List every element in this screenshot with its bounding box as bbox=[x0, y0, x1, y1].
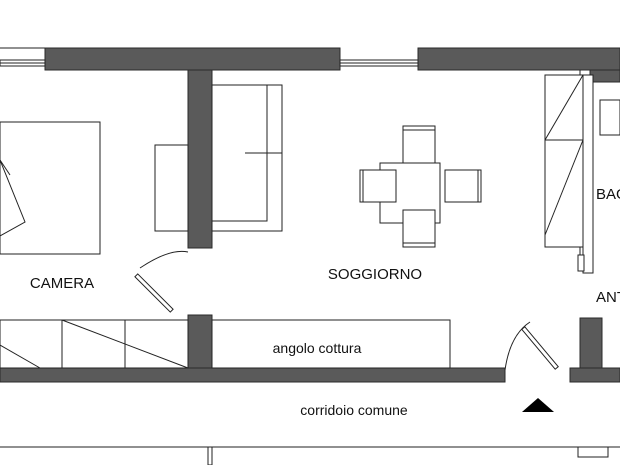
dining-table bbox=[359, 125, 482, 248]
corridor-far-wall bbox=[0, 446, 620, 465]
room-label-angolo-cottura: angolo cottura bbox=[273, 340, 362, 356]
sofa-bed bbox=[154, 84, 283, 232]
door-entrance bbox=[504, 321, 559, 371]
door-bagno bbox=[577, 99, 620, 272]
room-label-antibagno: ANT bbox=[596, 289, 620, 306]
bed bbox=[0, 121, 101, 255]
bottom-wall bbox=[0, 367, 620, 383]
partition-camera-soggiorno bbox=[187, 69, 213, 370]
room-label-corridoio: corridoio comune bbox=[300, 402, 408, 418]
window-left bbox=[0, 59, 46, 67]
top-wall bbox=[0, 47, 620, 71]
kitchen-column bbox=[544, 74, 584, 248]
room-label-soggiorno: SOGGIORNO bbox=[328, 266, 422, 283]
room-label-camera: CAMERA bbox=[30, 275, 94, 292]
wardrobe bbox=[0, 319, 189, 369]
entrance-arrow-icon bbox=[522, 398, 554, 412]
kitchen-counter bbox=[211, 319, 451, 369]
window-center bbox=[339, 59, 419, 67]
door-camera bbox=[134, 250, 189, 313]
room-label-bagno: BAG bbox=[596, 186, 620, 203]
